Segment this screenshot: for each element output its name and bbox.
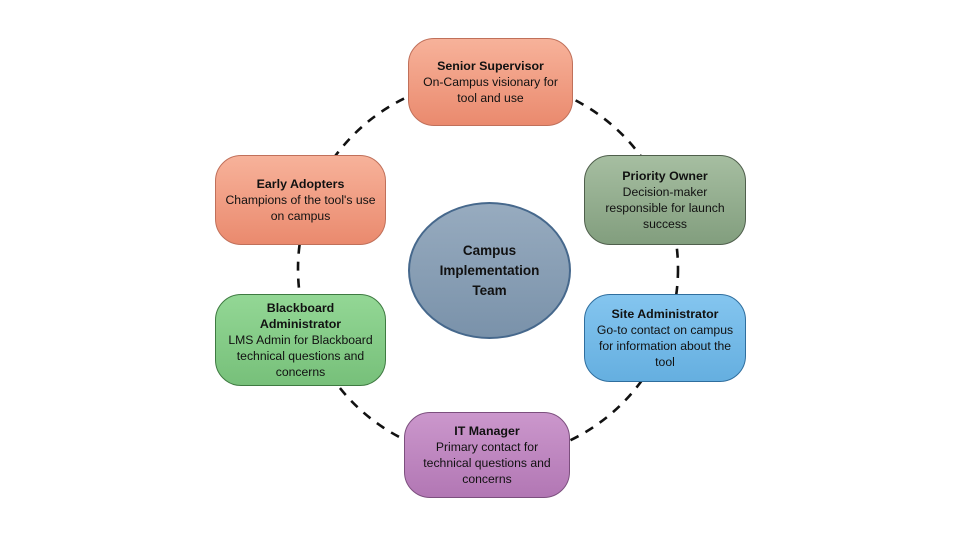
node-description: On-Campus visionary for tool and use (423, 75, 558, 105)
node-early-adopters: Early Adopters Champions of the tool's u… (215, 155, 386, 245)
center-team-label: Campus Implementation Team (439, 242, 540, 298)
node-blackboard-administrator: Blackboard Administrator LMS Admin for B… (215, 294, 386, 386)
node-title: Senior Supervisor (437, 59, 544, 73)
node-site-administrator: Site Administrator Go-to contact on camp… (584, 294, 746, 382)
node-description: LMS Admin for Blackboard technical quest… (228, 333, 373, 379)
node-description: Decision-maker responsible for launch su… (605, 185, 725, 231)
node-title: Priority Owner (622, 169, 708, 183)
node-title: Early Adopters (256, 177, 345, 191)
node-title: Site Administrator (611, 307, 719, 321)
node-title: Blackboard Administrator (259, 301, 342, 331)
node-title: IT Manager (454, 424, 520, 438)
node-priority-owner: Priority Owner Decision-maker responsibl… (584, 155, 746, 245)
node-it-manager: IT Manager Primary contact for technical… (404, 412, 570, 498)
center-team-ellipse: Campus Implementation Team (408, 202, 571, 339)
node-description: Primary contact for technical questions … (423, 440, 551, 486)
node-description: Champions of the tool's use on campus (225, 193, 376, 223)
node-description: Go-to contact on campus for information … (596, 323, 734, 369)
node-senior-supervisor: Senior Supervisor On-Campus visionary fo… (408, 38, 573, 126)
